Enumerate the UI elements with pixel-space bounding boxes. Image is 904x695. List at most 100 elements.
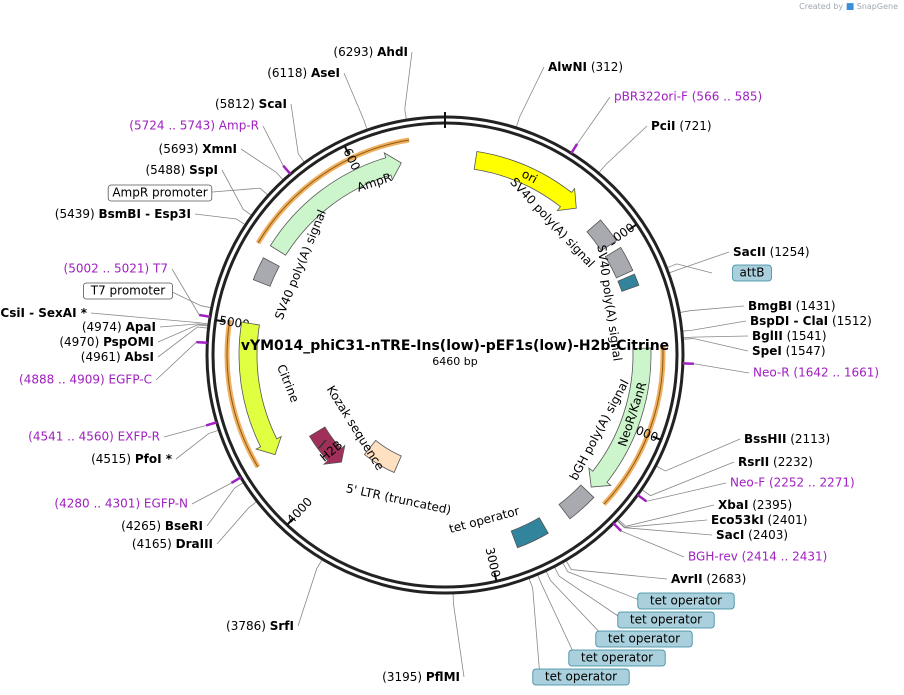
enzyme-position: (1512): [828, 314, 872, 328]
leader-line: [297, 557, 324, 627]
leader-line: [616, 504, 715, 527]
feature-ampr: [269, 152, 402, 256]
citrine-label: Citrine: [274, 362, 302, 404]
snapgene-credit: Created by ■ SnapGene: [799, 2, 898, 12]
box-tet-operator-3: tet operator: [595, 630, 693, 648]
enzyme-position: (1431): [792, 299, 836, 313]
bp-tick-label: 3000: [483, 546, 503, 579]
enzyme-name: SpeI: [752, 344, 782, 358]
box-tet-operator-4-text: tet operator: [581, 651, 653, 665]
box-ampr-promoter-box: [107, 184, 213, 202]
enzyme-name: BglII: [752, 329, 783, 343]
site-label-bmgbi: BmgBI (1431): [748, 299, 836, 313]
leader-line: [194, 213, 247, 226]
enzyme-name: SrfI: [270, 619, 294, 633]
enzyme-name: PspOMI: [103, 335, 154, 349]
enzyme-name: BseRI: [165, 519, 203, 533]
enzyme-position: (6293): [333, 45, 377, 59]
enzyme-suffix: - Esp3I: [141, 207, 191, 221]
box-tet-operator-2-text: tet operator: [630, 613, 702, 627]
site-label-csii: (4979) CsiI - SexAI *: [0, 306, 88, 320]
enzyme-name: Eco53kI: [711, 513, 764, 527]
enzyme-name: SacII: [733, 245, 766, 259]
enzyme-name: AseI: [311, 66, 340, 80]
orf-arc-line: [226, 320, 259, 468]
site-label-alwni: AlwNI (312): [548, 60, 623, 74]
primer-label-pbr322orif: pBR322ori-F (566 .. 585): [614, 90, 762, 104]
enzyme-name: AhdI: [377, 45, 408, 59]
leader-line: [553, 565, 625, 621]
leader-line: [157, 324, 210, 343]
box-attb-text: attB: [740, 266, 765, 280]
box-t7-promoter: T7 promoter: [83, 282, 173, 300]
site-label-scai: (5812) ScaI: [215, 97, 287, 111]
box-tet-operator-4-box: [568, 649, 666, 667]
enzyme-position: (2683): [703, 572, 747, 586]
box-attb-box: [732, 264, 772, 282]
credit-prefix: Created by: [799, 2, 844, 11]
feature-sv40-poly-a-signal: [252, 257, 280, 287]
feature-ori: [473, 151, 577, 212]
feature-tet-operator: [510, 517, 549, 549]
site-label-bglii: BglII (1541): [752, 329, 827, 343]
site-label-draiii: (4165) DraIII: [132, 537, 213, 551]
site-label-avrii: AvrII (2683): [671, 572, 746, 586]
site-label-pflmi: (3195) PflMI: [382, 670, 460, 684]
site-label-xmni: (5693) XmnI: [159, 142, 237, 156]
feature-bgh-poly-a-signal: [558, 484, 595, 520]
leader-line: [665, 263, 713, 274]
primer-label-t7: (5002 .. 5021) T7: [64, 262, 168, 276]
enzyme-name: BsmBI: [99, 207, 141, 221]
leader-line: [615, 518, 708, 528]
leader-line: [216, 500, 259, 545]
box-tet-operator-1-text: tet operator: [650, 594, 722, 608]
box-t7-promoter-box: [83, 282, 173, 300]
leader-line: [545, 569, 607, 640]
leader-line: [169, 290, 213, 309]
site-label-bspdi: BspDI - ClaI (1512): [750, 314, 872, 328]
site-label-sspi: (5488) SspI: [145, 163, 218, 177]
enzyme-position: (2232): [769, 455, 813, 469]
bp-tick: [215, 319, 225, 323]
primer-label-neor: Neo-R (1642 .. 1661): [753, 366, 879, 380]
enzyme-position: (4515): [91, 452, 135, 466]
site-label-pcii: PciI (721): [651, 119, 712, 133]
box-tet-operator-1: tet operator: [637, 592, 735, 610]
primer-label-egfpn: (4280 .. 4301) EGFP-N: [54, 497, 188, 511]
box-tet-operator-3-box: [595, 630, 693, 648]
enzyme-position: (1541): [783, 329, 827, 343]
tet-operator-label: tet operator: [448, 504, 521, 536]
plasmid-name: vYM014_phiC31-nTRE-Ins(low)-pEF1s(low)-H…: [241, 338, 669, 354]
enzyme-position: (1547): [782, 344, 826, 358]
enzyme-position: (4265): [121, 519, 165, 533]
enzyme-position: (6118): [267, 66, 311, 80]
enzyme-name: PflMI: [426, 670, 460, 684]
orf-arcs: [224, 137, 666, 506]
site-label-sacii: SacII (1254): [733, 245, 810, 259]
site-label-srfi: (3786) SrfI: [226, 619, 294, 633]
kozak-mark: [318, 439, 327, 449]
primer-mark: [230, 476, 242, 485]
leader-line: [157, 326, 210, 358]
box-ampr-promoter: AmpR promoter: [107, 184, 213, 202]
site-label-ahdi: (6293) AhdI: [333, 45, 408, 59]
leader-line: [561, 561, 643, 602]
enzyme-position: (2401): [764, 513, 808, 527]
leader-line: [343, 72, 368, 132]
enzyme-name: BspDI: [750, 314, 789, 328]
leader-line: [175, 429, 221, 460]
leader-line: [515, 66, 545, 129]
site-label-eco53ki: Eco53kI (2401): [711, 513, 807, 527]
leader-line: [90, 312, 211, 325]
leader-line: [612, 522, 685, 558]
bp-tick-label: 4000: [284, 495, 315, 527]
enzyme-position: (312): [587, 60, 623, 74]
label-leader-lines: [90, 51, 750, 678]
bp-tick: [652, 435, 662, 441]
box-t7-promoter-text: T7 promoter: [90, 284, 166, 298]
site-label-bsshii: BssHII (2113): [744, 432, 830, 446]
enzyme-name: DraIII: [176, 537, 213, 551]
enzyme-name: RsrII: [738, 455, 769, 469]
feature-sv40-poly-a-signal: [604, 246, 634, 279]
